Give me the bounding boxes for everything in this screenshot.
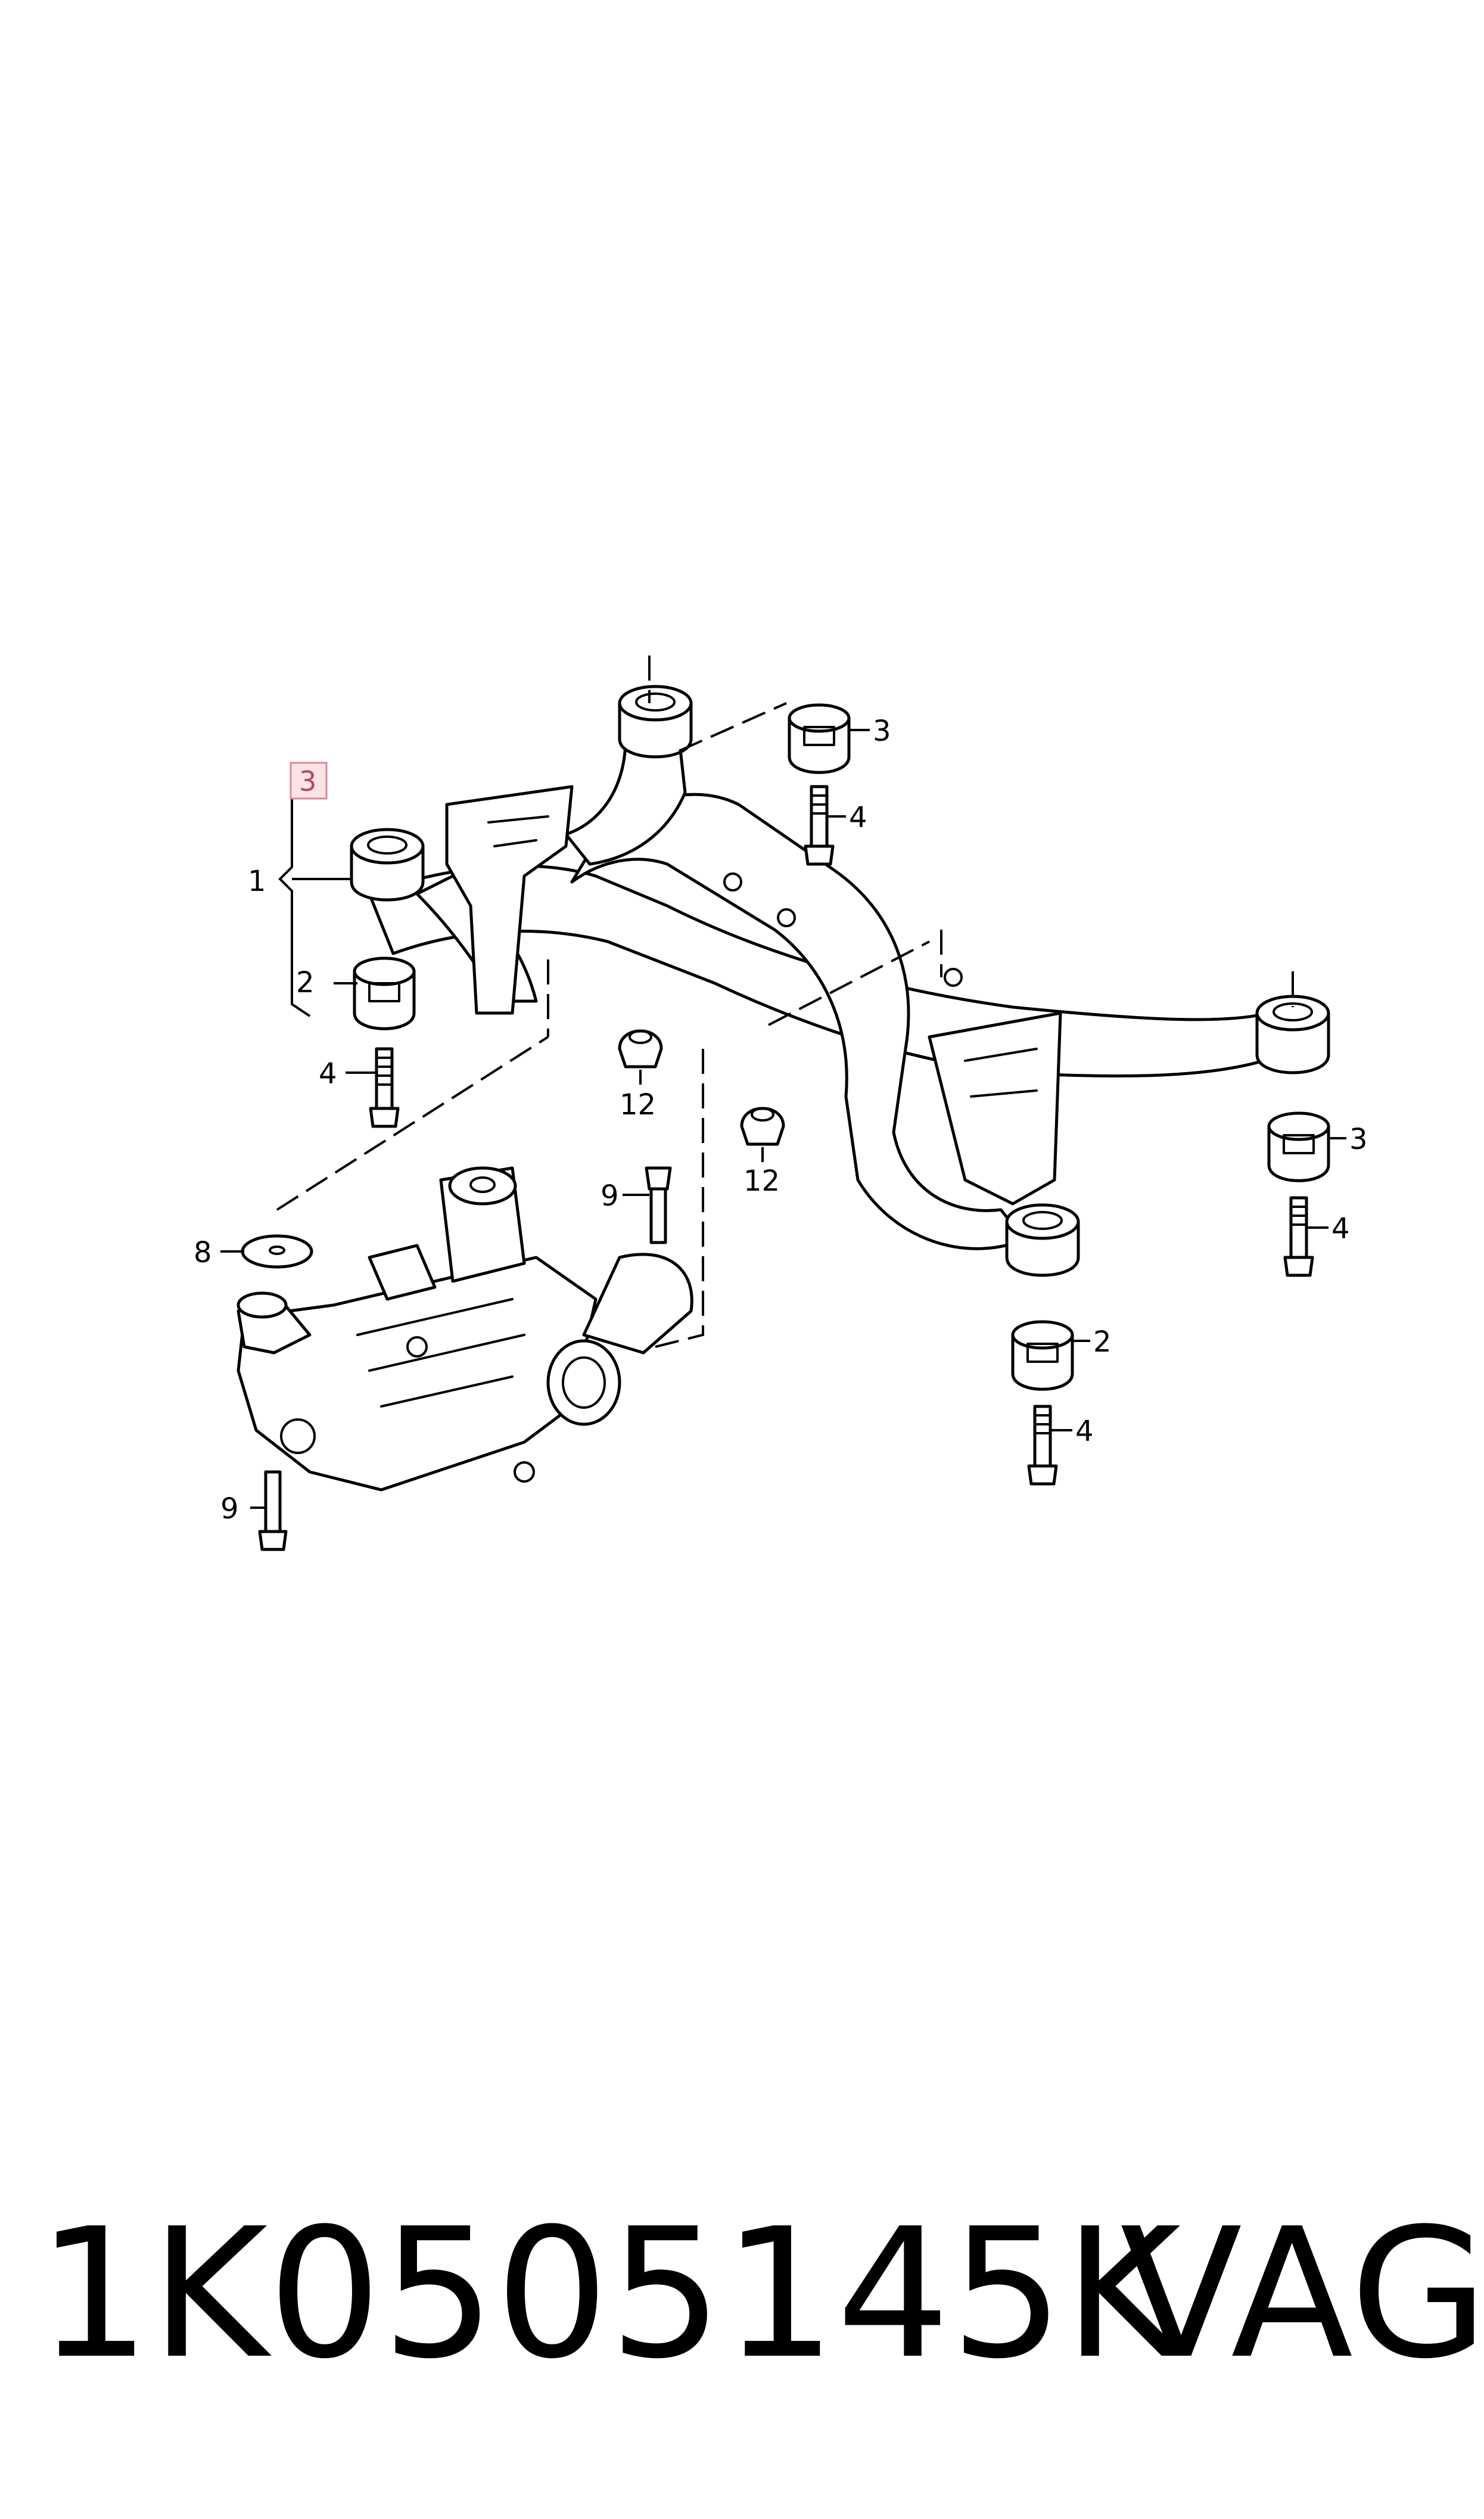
- callout-4-right: 4: [1331, 1212, 1350, 1245]
- highlight-label-text: 3: [299, 765, 316, 797]
- callout-2-right: 2: [1093, 1325, 1112, 1359]
- callout-4-bottom: 4: [1075, 1415, 1094, 1448]
- callout-12-right: 12: [743, 1164, 780, 1198]
- callout-1: 1: [248, 865, 266, 898]
- part-number: 1K0505145K: [37, 2190, 1181, 2398]
- bolt-diff-top: [645, 1166, 672, 1244]
- bushing-rear: [1011, 1320, 1074, 1391]
- mount-cup-rear-right: [1255, 995, 1330, 1074]
- bushing-top: [788, 703, 851, 774]
- bolt-diff-bottom: [258, 1470, 288, 1551]
- callout-8: 8: [194, 1236, 212, 1269]
- callout-12-left: 12: [620, 1088, 656, 1122]
- clip-left: [618, 1029, 663, 1069]
- callout-2-left: 2: [296, 966, 315, 999]
- callout-9-top: 9: [601, 1179, 619, 1213]
- bolt-right: [1283, 1196, 1314, 1277]
- callout-3-top: 3: [873, 715, 891, 748]
- mount-cup-rear-left: [1005, 1203, 1080, 1277]
- mount-cup-front-left: [350, 828, 425, 902]
- bolt-top: [804, 785, 835, 866]
- mount-cup-front-right: [618, 685, 693, 759]
- bolt-left: [369, 1047, 400, 1128]
- differential: [237, 1166, 693, 1492]
- bushing-right: [1267, 1111, 1330, 1182]
- callout-4-left: 4: [319, 1057, 337, 1091]
- assembly-lines: [276, 656, 1294, 1348]
- clip-right: [740, 1107, 785, 1146]
- brand-name: VAG: [1120, 2190, 1484, 2398]
- bolt-rear: [1027, 1405, 1058, 1486]
- callout-3-right: 3: [1349, 1123, 1368, 1156]
- subframe: [350, 685, 1330, 1277]
- callout-4-top: 4: [849, 801, 867, 834]
- callout-9-bottom: 9: [220, 1492, 239, 1526]
- bushing-front-left: [353, 956, 416, 1030]
- callout-labels: 1 2 4 3 4 3 4 2 4 8 9 9 12 12: [194, 715, 1368, 1526]
- washer: [241, 1234, 313, 1269]
- highlight-label: 3: [290, 762, 328, 800]
